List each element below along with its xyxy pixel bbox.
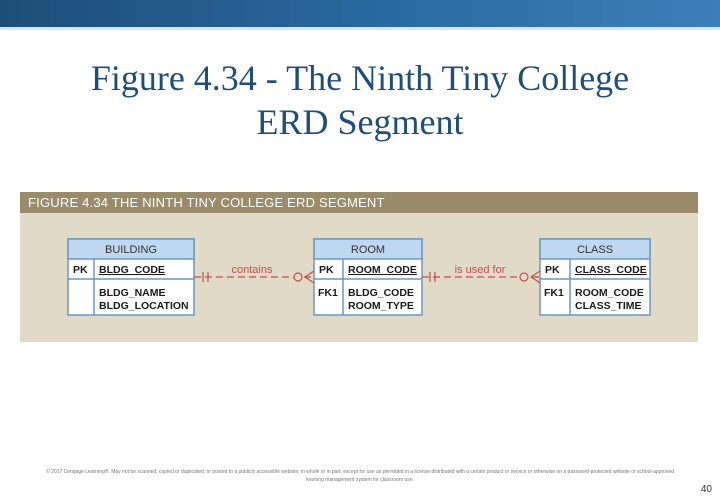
entity-class-name: CLASS xyxy=(577,244,613,256)
entity-class-attr-2: CLASS_TIME xyxy=(575,300,642,312)
entity-class-attr-1: ROOM_CODE xyxy=(575,287,644,299)
slide-title: Figure 4.34 - The Ninth Tiny College ERD… xyxy=(20,56,700,144)
entity-room-attr-1: BLDG_CODE xyxy=(348,287,414,299)
entity-class-fk-label: FK1 xyxy=(544,287,564,299)
entity-room: ROOM PK ROOM_CODE FK1 BLDG_CODE ROOM_TYP… xyxy=(313,238,423,316)
relationship-is-used-for-label: is used for xyxy=(455,264,506,276)
entity-room-pk-attr: ROOM_CODE xyxy=(348,264,417,276)
entity-building-pk-label: PK xyxy=(73,264,88,276)
relationship-is-used-for-crow-upper xyxy=(530,270,541,278)
relationship-contains-optional-circle xyxy=(293,272,303,282)
relationship-contains-crow-upper xyxy=(304,270,315,278)
relationship-contains xyxy=(194,270,315,284)
top-banner xyxy=(0,0,720,30)
relationship-contains-crow-lower xyxy=(304,276,315,284)
entity-class-pk-attr: CLASS_CODE xyxy=(575,264,647,276)
erd-diagram: BUILDING PK BLDG_CODE BLDG_NAME BLDG_LOC… xyxy=(67,238,651,316)
figure-panel: FIGURE 4.34 THE NINTH TINY COLLEGE ERD S… xyxy=(20,192,698,342)
page-number: 40 xyxy=(700,484,712,495)
entity-building: BUILDING PK BLDG_CODE BLDG_NAME BLDG_LOC… xyxy=(67,238,195,316)
relationship-is-used-for-optional-circle xyxy=(519,272,529,282)
entity-building-attr-1: BLDG_NAME xyxy=(99,287,166,299)
relationship-is-used-for xyxy=(422,270,541,284)
entity-class-pk-label: PK xyxy=(545,264,560,276)
slide-title-line2: ERD Segment xyxy=(256,102,464,142)
entity-building-pk-attr: BLDG_CODE xyxy=(99,264,165,276)
entity-room-header xyxy=(313,238,423,260)
entity-building-attr-2: BLDG_LOCATION xyxy=(99,300,189,312)
entity-building-header xyxy=(67,238,195,260)
copyright-footer: © 2017 Cengage Learning®. May not be sca… xyxy=(46,469,674,483)
relationship-is-used-for-crow-lower xyxy=(530,276,541,284)
slide-title-line1: Figure 4.34 - The Ninth Tiny College xyxy=(90,58,630,98)
entity-class: CLASS PK CLASS_CODE FK1 ROOM_CODE CLASS_… xyxy=(539,238,651,316)
relationship-contains-label: contains xyxy=(232,264,273,276)
entity-room-name: ROOM xyxy=(351,244,385,256)
figure-header: FIGURE 4.34 THE NINTH TINY COLLEGE ERD S… xyxy=(20,192,698,213)
entity-room-attr-2: ROOM_TYPE xyxy=(348,300,414,312)
entity-class-header xyxy=(539,238,651,260)
entity-room-fk-label: FK1 xyxy=(318,287,338,299)
entity-room-pk-label: PK xyxy=(319,264,334,276)
entity-building-name: BUILDING xyxy=(105,244,157,256)
